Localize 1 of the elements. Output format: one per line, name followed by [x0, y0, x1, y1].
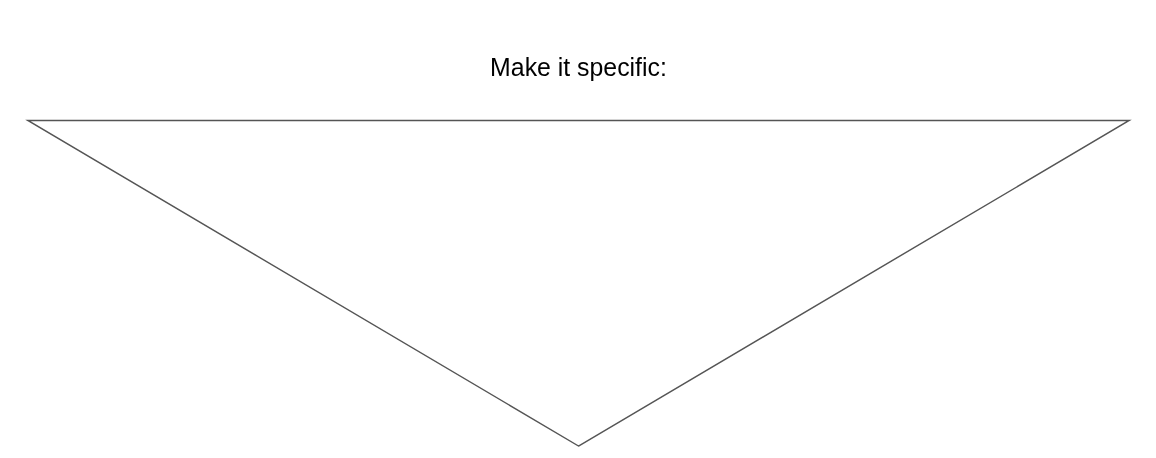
- node-label: Make it specific:: [489, 54, 667, 82]
